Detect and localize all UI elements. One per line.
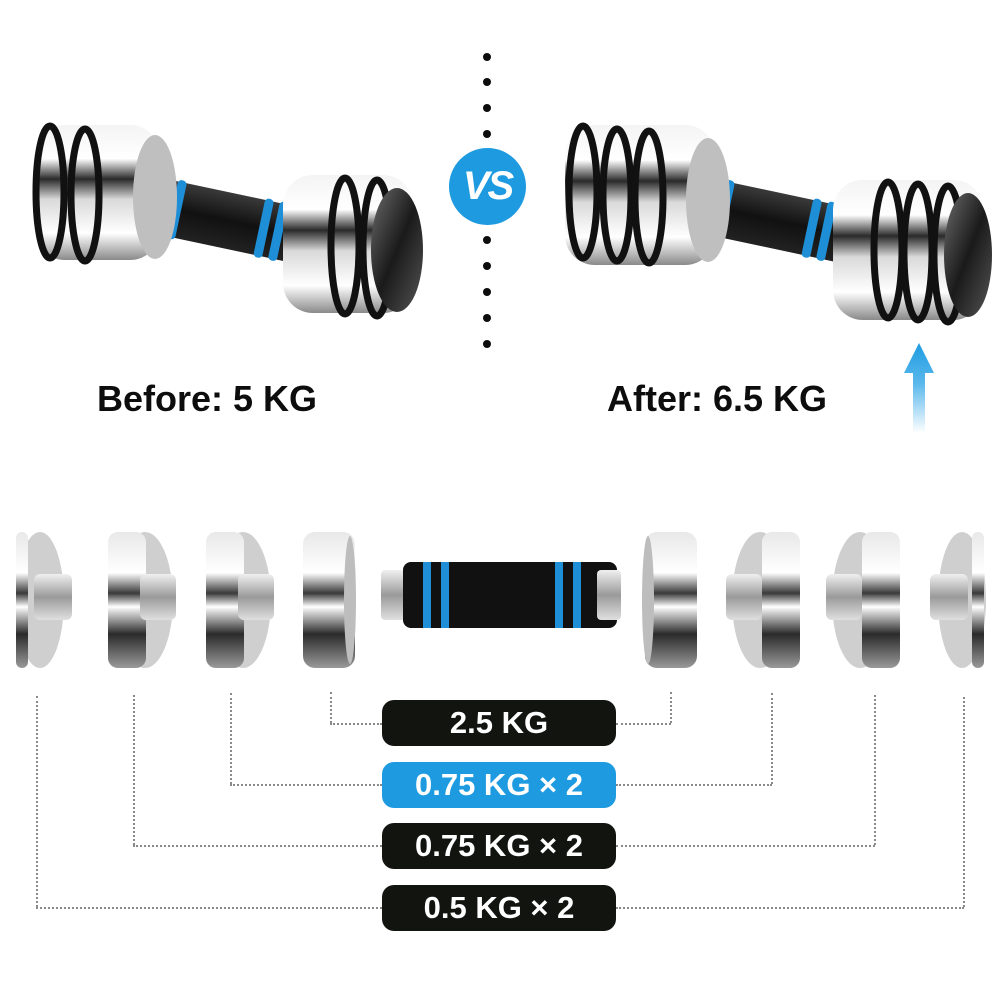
plate-right-2 (726, 532, 800, 668)
connector-line (330, 723, 382, 725)
connector-line (616, 845, 875, 847)
connector-line (133, 845, 382, 847)
exploded-components-image (16, 532, 986, 668)
divider-dot (483, 78, 491, 86)
after-dumbbell-image (565, 122, 992, 326)
weight-label-end-caps: 2.5 KG (382, 700, 616, 746)
plate-right-3 (826, 532, 900, 668)
weight-label-text: 0.75 KG × 2 (414, 828, 584, 863)
after-caption: After: 6.5 KG (607, 378, 828, 419)
connector-line (330, 692, 332, 723)
weight-label-text: 0.75 KG × 2 (414, 767, 584, 802)
connector-line (670, 692, 672, 723)
plate-right-1 (930, 532, 986, 668)
end-cap-right (642, 532, 697, 668)
weight-label-plates-middle: 0.75 KG × 2 (382, 823, 616, 869)
connector-line (36, 696, 38, 907)
divider-dot (483, 236, 491, 244)
connector-line (230, 693, 232, 784)
weight-label-text: 0.5 KG × 2 (423, 890, 575, 925)
connector-line (36, 907, 382, 909)
weight-label-plates-inner: 0.75 KG × 2 (382, 762, 616, 808)
handle (381, 562, 621, 628)
connector-line (133, 695, 135, 845)
connector-line (874, 695, 876, 845)
connector-line (771, 693, 773, 784)
divider-dot (483, 130, 491, 138)
before-dumbbell-image (32, 122, 423, 320)
plate-left-2 (108, 532, 176, 668)
weight-label-text: 2.5 KG (449, 705, 549, 740)
before-caption: Before: 5 KG (97, 378, 318, 419)
up-arrow-icon (904, 343, 934, 433)
divider-dot (483, 288, 491, 296)
plate-left-3 (206, 532, 274, 668)
connector-line (616, 784, 772, 786)
divider-dot (483, 262, 491, 270)
end-cap-left (303, 532, 356, 668)
vs-label: VS (462, 164, 514, 208)
divider-dot (483, 53, 491, 61)
divider-dot (483, 340, 491, 348)
connector-line (230, 784, 382, 786)
vs-badge: VS (449, 148, 526, 225)
connector-line (616, 907, 964, 909)
connector-line (616, 723, 671, 725)
divider-dot (483, 104, 491, 112)
connector-line (963, 697, 965, 907)
weight-label-plates-outer: 0.5 KG × 2 (382, 885, 616, 931)
divider-dot (483, 314, 491, 322)
plate-left-1 (16, 532, 72, 668)
